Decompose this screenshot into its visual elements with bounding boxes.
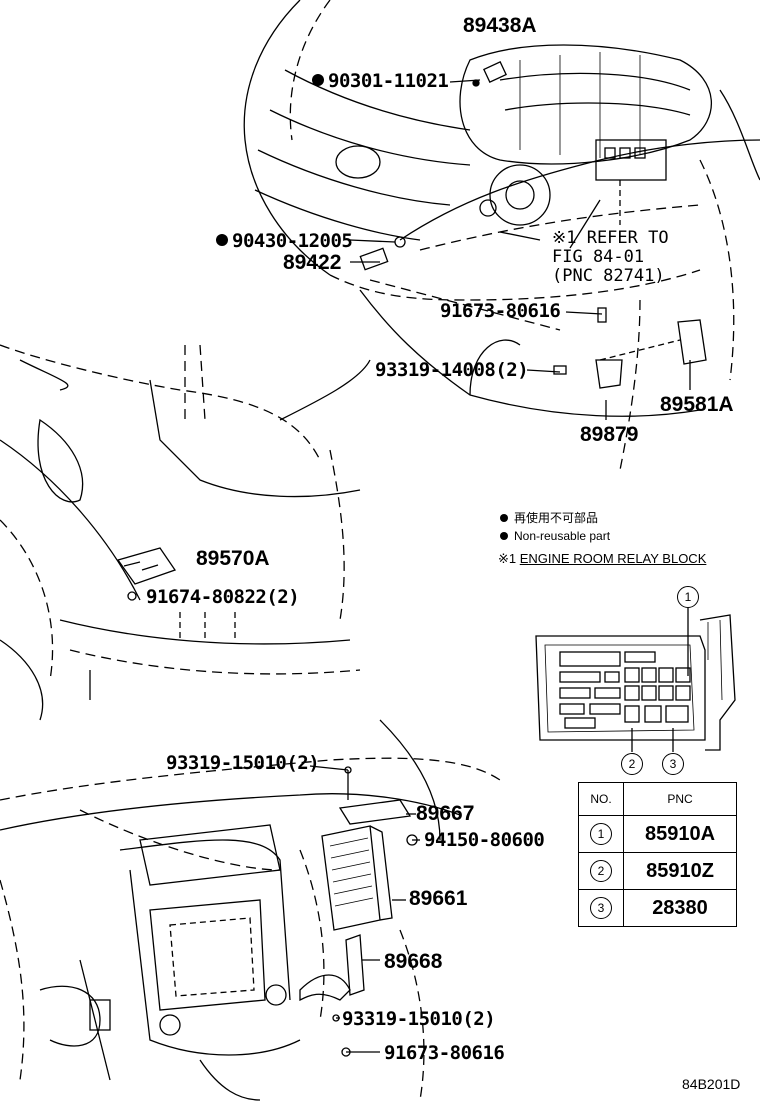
refer-note: ※1 REFER TO FIG 84-01 (PNC 82741) — [552, 228, 669, 286]
relay-block-detail — [535, 608, 736, 752]
row-number: 3 — [590, 897, 612, 919]
part-label-94150-80600: 94150-80600 — [424, 829, 545, 851]
callout-1: 1 — [677, 586, 699, 608]
table-row: 1 85910A — [578, 815, 737, 853]
part-label-90430-12005: 90430-12005 — [216, 232, 353, 251]
callout-3: 3 — [662, 753, 684, 775]
part-label-89879: 89879 — [580, 423, 639, 446]
part-label-89661: 89661 — [409, 887, 468, 910]
legend-jp: 再使用不可部品 — [500, 512, 598, 524]
row-number: 1 — [590, 823, 612, 845]
engine-bay-drawing — [243, 0, 760, 471]
table-header-row: NO. PNC — [578, 782, 737, 816]
table-row: 2 85910Z — [578, 852, 737, 890]
part-label-89438A: 89438A — [463, 14, 537, 37]
part-label-93319-15010-top: 93319-15010(2) — [166, 752, 320, 774]
header-pnc: PNC — [623, 782, 737, 816]
part-label-89668: 89668 — [384, 950, 443, 973]
table-row: 3 28380 — [578, 889, 737, 927]
part-label-91673-80616-bottom: 91673-80616 — [384, 1042, 505, 1064]
legend-en: Non-reusable part — [500, 530, 610, 542]
non-reusable-dot-icon — [312, 73, 324, 86]
row-number: 2 — [590, 860, 612, 882]
row-pnc: 85910Z — [623, 852, 737, 890]
row-pnc: 28380 — [623, 889, 737, 927]
figure-id: 84B201D — [682, 1076, 741, 1092]
dashboard-drawing — [0, 719, 501, 1101]
part-label-89667: 89667 — [416, 802, 475, 825]
callout-2: 2 — [621, 753, 643, 775]
part-label-89422: 89422 — [283, 251, 342, 274]
pnc-table: NO. PNC 1 85910A 2 85910Z 3 28380 — [578, 782, 737, 927]
non-reusable-dot-icon — [500, 513, 508, 522]
header-no: NO. — [578, 782, 624, 816]
row-pnc: 85910A — [623, 815, 737, 853]
part-label-90301-11021: 90301-11021 — [312, 72, 449, 91]
part-label-89570A: 89570A — [196, 547, 270, 570]
part-label-91674-80822: 91674-80822(2) — [146, 586, 300, 608]
part-label-89581A: 89581A — [660, 393, 734, 416]
non-reusable-dot-icon — [216, 233, 228, 246]
body-panel-drawing — [0, 344, 371, 721]
relay-block-title: ※1 ENGINE ROOM RELAY BLOCK — [498, 551, 707, 566]
part-label-93319-15010-bottom: 93319-15010(2) — [342, 1008, 496, 1030]
non-reusable-dot-icon — [500, 531, 508, 540]
part-label-91673-80616-top: 91673-80616 — [440, 300, 561, 322]
part-label-93319-14008: 93319-14008(2) — [375, 359, 529, 381]
